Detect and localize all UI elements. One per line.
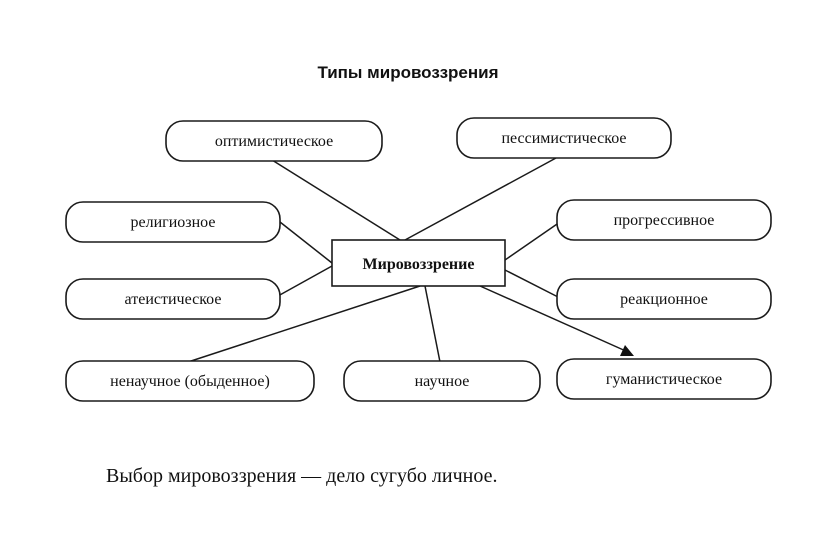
type-node-scientific: научное <box>343 360 541 402</box>
type-node-unscientific: ненаучное (обыденное) <box>65 360 315 402</box>
type-node-unscientific-box <box>65 360 315 402</box>
type-node-scientific-box <box>343 360 541 402</box>
type-node-religious: религиозное <box>65 201 281 243</box>
type-node-humanistic: гуманистическое <box>556 358 772 400</box>
type-node-progressive-label: прогрессивное <box>614 212 715 229</box>
type-node-atheistic: атеистическое <box>65 278 281 320</box>
type-node-optimistic: оптимистическое <box>165 120 383 162</box>
arrowhead-humanistic <box>620 345 634 356</box>
type-node-optimistic-box <box>165 120 383 162</box>
connector-reactionary <box>504 269 561 299</box>
center-node-label: Мировоззрение <box>363 256 475 273</box>
connector-scientific <box>424 285 441 363</box>
connector-optimistic <box>271 159 401 241</box>
connector-progressive <box>504 221 561 261</box>
type-node-religious-box <box>65 201 281 243</box>
center-node: Мировоззрение <box>331 239 506 287</box>
diagram-title: Типы мировоззрения <box>317 63 498 82</box>
type-node-reactionary: реакционное <box>556 278 772 320</box>
type-node-atheistic-label: атеистическое <box>125 291 222 308</box>
connector-religious <box>279 221 333 264</box>
type-node-progressive-box <box>556 199 772 241</box>
center-node-box <box>331 239 506 287</box>
connector-atheistic <box>277 265 333 297</box>
connectors <box>187 157 634 363</box>
type-node-pessimistic-box <box>456 117 672 159</box>
type-node-humanistic-box <box>556 358 772 400</box>
type-node-reactionary-box <box>556 278 772 320</box>
caption: Выбор мировоззрения — дело сугубо личное… <box>106 465 497 487</box>
type-node-pessimistic-label: пессимистическое <box>501 130 626 147</box>
type-node-reactionary-label: реакционное <box>620 291 708 308</box>
type-node-religious-label: религиозное <box>131 214 216 231</box>
connector-unscientific <box>187 285 421 363</box>
type-node-unscientific-label: ненаучное (обыденное) <box>110 373 270 390</box>
type-node-humanistic-label: гуманистическое <box>606 371 722 388</box>
type-node-atheistic-box <box>65 278 281 320</box>
connector-humanistic <box>479 285 629 353</box>
type-node-scientific-label: научное <box>415 373 470 390</box>
type-node-progressive: прогрессивное <box>556 199 772 241</box>
type-node-pessimistic: пессимистическое <box>456 117 672 159</box>
connector-pessimistic <box>404 157 557 241</box>
type-node-optimistic-label: оптимистическое <box>215 133 333 150</box>
